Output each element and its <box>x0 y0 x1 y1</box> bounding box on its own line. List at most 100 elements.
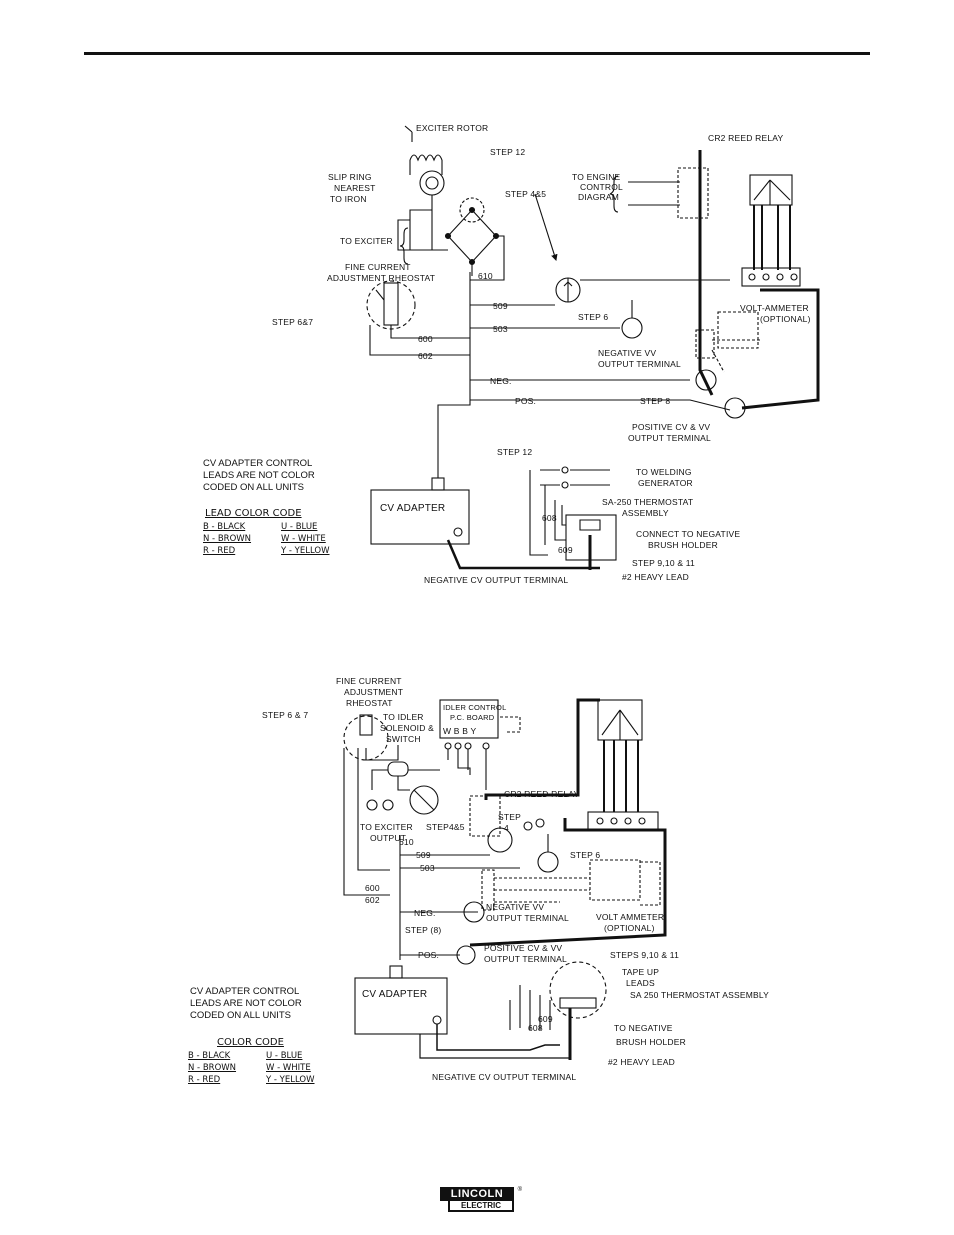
label2-brush-2: BRUSH HOLDER <box>616 1037 686 1047</box>
code2-w: W - WHITE <box>266 1063 311 1073</box>
label-pos-cv-2: OUTPUT TERMINAL <box>628 433 711 443</box>
label2-heavy: #2 HEAVY LEAD <box>608 1057 675 1067</box>
label-brush-2: BRUSH HOLDER <box>648 540 718 550</box>
step6-terminal <box>621 317 643 339</box>
label-step8: STEP 8 <box>640 396 670 406</box>
label2-rheostat-2: ADJUSTMENT <box>344 687 403 697</box>
label2-to-exciter-2: OUTPUT <box>370 833 406 843</box>
label2-tape: TAPE UP <box>622 967 659 977</box>
wire2-610: 610 <box>399 837 414 847</box>
label2-idler-pins: W B B Y <box>443 726 476 736</box>
note-1: CV ADAPTER CONTROL LEADS ARE NOT COLOR C… <box>203 458 315 493</box>
cv-adapter-1 <box>370 489 470 545</box>
label2-thermostat: SA 250 THERMOSTAT ASSEMBLY <box>630 990 769 1000</box>
bridge-rectifier-2 <box>387 761 409 777</box>
label2-steps91011: STEPS 9,10 & 11 <box>610 950 679 960</box>
header-rule <box>84 52 870 55</box>
label-cv-adapter: CV ADAPTER <box>380 503 445 514</box>
code-b: B - BLACK <box>203 522 246 532</box>
label-exciter-rotor: EXCITER ROTOR <box>416 123 488 133</box>
cv-adapter-2 <box>354 977 448 1035</box>
label2-idler-board-2: P.C. BOARD <box>450 713 495 722</box>
diagram-1-labels: EXCITER ROTOR STEP 12 SLIP RING NEAREST … <box>272 123 811 585</box>
code2-y: Y - YELLOW <box>266 1075 315 1085</box>
step45-terminal-2 <box>409 785 439 815</box>
label2-step45: STEP4&5 <box>426 822 465 832</box>
exciter-rotor-coil <box>404 125 443 175</box>
label-volt-optional: (OPTIONAL) <box>760 314 811 324</box>
color-code-title-1: LEAD COLOR CODE <box>205 508 302 519</box>
label-engine-3: DIAGRAM <box>578 192 619 202</box>
label2-pos-cv: POSITIVE CV & VV <box>484 943 562 953</box>
volt-ammeter-1 <box>717 311 759 349</box>
wire-608: 608 <box>542 513 557 523</box>
label-step91011: STEP 9,10 & 11 <box>632 558 695 568</box>
label-neg-cv: NEGATIVE CV OUTPUT TERMINAL <box>424 575 568 585</box>
label-cr2: CR2 REED RELAY <box>708 133 784 143</box>
logo-registered: ® <box>517 1187 522 1193</box>
label2-step4: STEP <box>498 812 521 822</box>
pos-cv-terminal-2 <box>456 945 476 965</box>
label2-step6: STEP 6 <box>570 850 600 860</box>
color-code-2: B - BLACK U - BLUE N - BROWN W - WHITE R… <box>188 1050 346 1086</box>
thermostat-2 <box>549 961 607 1019</box>
wire2-503: 503 <box>420 863 435 873</box>
label-pos-cv: POSITIVE CV & VV <box>632 422 710 432</box>
wire-503: 503 <box>493 324 508 334</box>
label-neg: NEG. <box>490 376 512 386</box>
wire2-600: 600 <box>365 883 380 893</box>
label-step67: STEP 6&7 <box>272 317 313 327</box>
label2-pos-cv-2: OUTPUT TERMINAL <box>484 954 567 964</box>
label-thermostat: SA-250 THERMOSTAT <box>602 497 693 507</box>
wire2-608: 608 <box>528 1023 543 1033</box>
diagram-2-labels: FINE CURRENT ADJUSTMENT RHEOSTAT STEP 6 … <box>262 676 769 1082</box>
wire-610: 610 <box>478 271 493 281</box>
label2-neg-cv: NEGATIVE CV OUTPUT TERMINAL <box>432 1072 576 1082</box>
label-step45: STEP 4&5 <box>505 189 546 199</box>
label-volt-ammeter: VOLT-AMMETER <box>740 303 809 313</box>
code-y: Y - YELLOW <box>281 546 330 556</box>
code2-r: R - RED <box>188 1075 221 1085</box>
label2-to-exciter: TO EXCITER <box>360 822 413 832</box>
neg-vv-terminal <box>695 369 717 391</box>
label2-pos: POS. <box>418 950 439 960</box>
wire2-602: 602 <box>365 895 380 905</box>
cr2-reed-relay-2 <box>469 795 501 837</box>
label2-step4-2: 4 <box>504 823 509 833</box>
code2-b: B - BLACK <box>188 1051 231 1061</box>
label2-neg: NEG. <box>414 908 436 918</box>
label-engine-2: CONTROL <box>580 182 623 192</box>
label2-cr2: CR2 REED RELAY <box>504 789 580 799</box>
label-engine-1: TO ENGINE <box>572 172 621 182</box>
label-to-exciter: TO EXCITER <box>340 236 393 246</box>
label2-rheostat-3: RHEOSTAT <box>346 698 393 708</box>
label2-neg-vv: NEGATIVE VV <box>486 902 544 912</box>
label-step6: STEP 6 <box>578 312 608 322</box>
label-step12-b: STEP 12 <box>497 447 532 457</box>
label2-idler-board: IDLER CONTROL <box>443 703 506 712</box>
color-code-1: B - BLACK U - BLUE N - BROWN W - WHITE R… <box>203 521 361 557</box>
logo-top: LINCOLN <box>440 1187 514 1201</box>
label2-neg-vv-2: OUTPUT TERMINAL <box>486 913 569 923</box>
pos-cv-terminal <box>724 397 746 419</box>
wire-602: 602 <box>418 351 433 361</box>
label-rheostat-2: ADJUSTMENT RHEOSTAT <box>327 273 435 283</box>
wire-509: 509 <box>493 301 508 311</box>
label-slip-ring-2: NEAREST <box>334 183 376 193</box>
note-2: CV ADAPTER CONTROL LEADS ARE NOT COLOR C… <box>190 986 302 1021</box>
wire2-509: 509 <box>416 850 431 860</box>
label2-step8: STEP (8) <box>405 925 441 935</box>
label-welding-2: GENERATOR <box>638 478 693 488</box>
label-slip-ring-3: TO IRON <box>330 194 367 204</box>
label-neg-vv-2: OUTPUT TERMINAL <box>598 359 681 369</box>
output-assembly-1 <box>741 174 801 287</box>
diagram-1 <box>366 125 820 570</box>
idler-board <box>439 699 499 739</box>
bridge-rectifier <box>444 197 500 266</box>
label-rheostat: FINE CURRENT <box>345 262 411 272</box>
label-neg-vv: NEGATIVE VV <box>598 348 656 358</box>
volt-ammeter-2 <box>589 859 641 901</box>
neg-vv-terminal-2 <box>463 901 485 923</box>
cr2-reed-relay <box>677 167 709 219</box>
